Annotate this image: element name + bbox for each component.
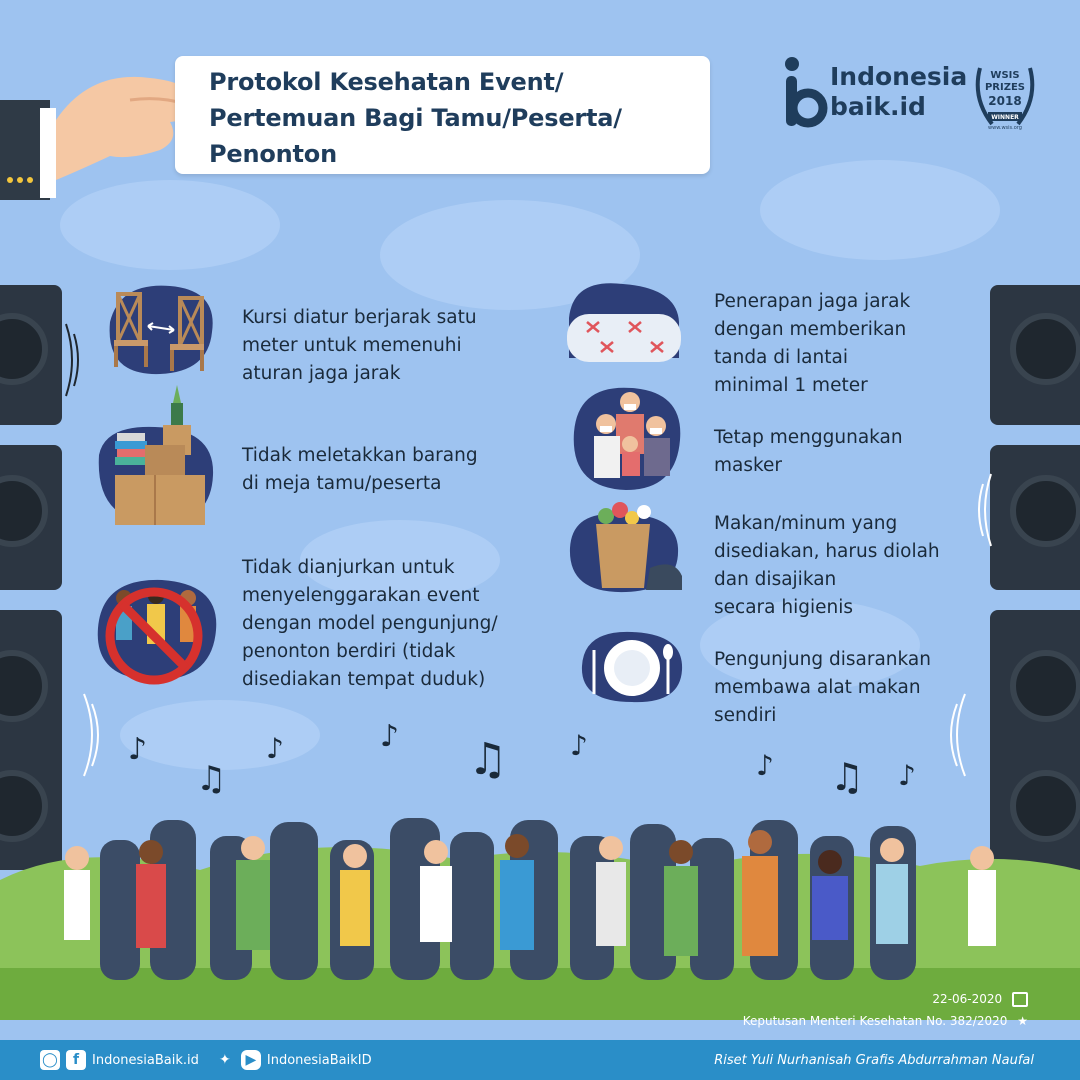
plate-cutlery-icon	[581, 631, 683, 703]
wsis-award-badge: WSIS PRIZES 2018 WINNER www.wsis.org	[972, 58, 1038, 132]
date-row: 22-06-2020	[932, 992, 1028, 1007]
music-note-icon: ♫	[468, 734, 508, 785]
title-card: Protokol Kesehatan Event/ Pertemuan Bagi…	[175, 56, 710, 174]
sound-wave-icon	[65, 323, 79, 397]
pushpin-icon: ★	[1017, 1014, 1028, 1028]
table-items-icon	[98, 385, 214, 525]
speaker-left-bottom	[0, 610, 62, 870]
right-item-4-text: Pengunjung disarankan membawa alat makan…	[714, 649, 931, 726]
music-note-icon: ♪	[756, 749, 774, 782]
youtube-icon[interactable]: ▶	[240, 1050, 261, 1070]
speaker-right-bottom	[990, 610, 1080, 870]
left-item-2-text: Tidak meletakkan barang di meja tamu/pes…	[242, 445, 478, 494]
speaker-right-top	[990, 285, 1080, 425]
logo-mark-icon	[785, 57, 828, 128]
footer-credits: Riset Yuli Nurhanisah Grafis Abdurrahman…	[714, 1052, 1034, 1068]
right-item-3-text: Makan/minum yang disediakan, harus diola…	[714, 513, 940, 618]
laurel-icon: WSIS PRIZES 2018 WINNER www.wsis.org	[975, 67, 1035, 131]
award-site: www.wsis.org	[988, 125, 1022, 131]
calendar-icon	[1012, 992, 1028, 1007]
instagram-icon[interactable]: ◯	[40, 1050, 60, 1070]
award-line-1: WSIS	[990, 70, 1019, 81]
speaker-left-top	[0, 285, 62, 425]
no-standing-crowd-icon	[97, 579, 217, 685]
source-row: Keputusan Menteri Kesehatan No. 382/2020…	[743, 1014, 1028, 1028]
music-note-icon: ♪	[898, 759, 916, 792]
right-item-1-text: Penerapan jaga jarak dengan memberikan t…	[714, 291, 911, 396]
sound-wave-icon	[83, 693, 99, 777]
music-note-icon: ♫	[196, 759, 227, 799]
indonesiabaik-logo: Indonesia baik.id	[782, 56, 967, 130]
speaker-right-middle	[990, 445, 1080, 590]
footer-handle-2: IndonesiaBaikID	[266, 1052, 372, 1068]
music-note-icon: ♪	[266, 732, 284, 765]
speaker-left-middle	[0, 445, 62, 590]
groceries-bag-icon	[569, 502, 682, 593]
title-line-3: Penonton	[209, 140, 337, 168]
date-text: 22-06-2020	[932, 992, 1003, 1006]
award-line-4: WINNER	[991, 114, 1019, 121]
floor-marks-icon	[567, 283, 681, 362]
sound-wave-icon	[950, 693, 966, 777]
footer-handle-1: IndonesiaBaik.id	[92, 1052, 199, 1068]
chairs-distance-icon	[109, 285, 213, 375]
music-note-icon: ♪	[128, 732, 148, 767]
twitter-icon[interactable]: ✦	[219, 1052, 231, 1068]
page-title: Protokol Kesehatan Event/ Pertemuan Bagi…	[209, 64, 699, 172]
title-line-1: Protokol Kesehatan Event/	[209, 68, 564, 96]
award-line-3: 2018	[988, 94, 1021, 108]
music-note-icon: ♪	[570, 729, 588, 762]
logo-text-line2: baik.id	[830, 92, 926, 121]
award-line-2: PRIZES	[985, 82, 1025, 93]
left-item-3-text: Tidak dianjurkan untuk menyelenggarakan …	[242, 557, 498, 690]
music-note-icon: ♫	[830, 755, 865, 799]
logo-text-line1: Indonesia	[830, 62, 968, 91]
right-item-2-text: Tetap menggunakan masker	[714, 427, 903, 476]
footer-bar: ◯ f IndonesiaBaik.id ✦ ▶ IndonesiaBaikID…	[0, 1040, 1080, 1080]
music-note-icon: ♪	[380, 719, 400, 754]
source-text: Keputusan Menteri Kesehatan No. 382/2020	[742, 1014, 1008, 1028]
hand-illustration	[0, 76, 195, 200]
family-mask-icon	[573, 387, 681, 490]
left-item-1-text: Kursi diatur berjarak satu meter untuk m…	[242, 307, 477, 384]
title-line-2: Pertemuan Bagi Tamu/Peserta/	[209, 104, 622, 132]
facebook-icon[interactable]: f	[66, 1050, 86, 1070]
sound-wave-icon	[978, 473, 992, 547]
crowd-illustration	[0, 818, 1080, 1020]
